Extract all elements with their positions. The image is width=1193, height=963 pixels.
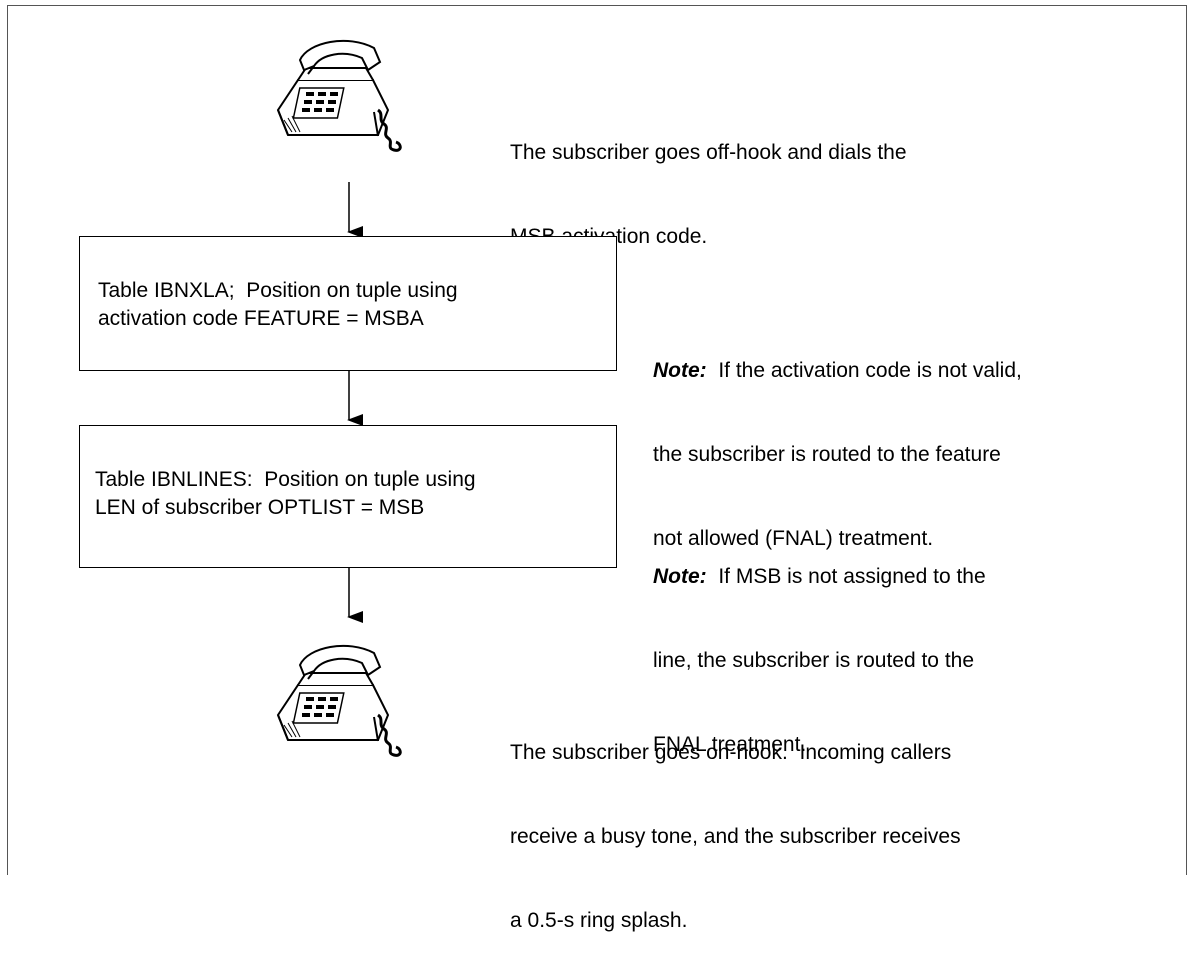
ibnlines-step-line: LEN of subscriber OPTLIST = MSB: [95, 496, 425, 519]
end-step-line: receive a busy tone, and the subscriber …: [510, 825, 961, 848]
note-ibnxla: Note: If the activation code is not vali…: [653, 301, 1022, 581]
diagram-connectors: [276, 39, 402, 757]
note-line: FNAL treatment.: [653, 733, 807, 756]
ibnlines-step-box: Table IBNLINES: Position on tuple using …: [79, 425, 617, 568]
end-step-line: The subscriber goes on-hook. Incoming ca…: [510, 741, 952, 764]
note-ibnlines: Note: If MSB is not assigned to the line…: [653, 507, 986, 787]
note-line: not allowed (FNAL) treatment.: [653, 527, 934, 550]
ibnxla-step-box: Table IBNXLA; Position on tuple using ac…: [79, 236, 617, 371]
end-step-text: The subscriber goes on-hook. Incoming ca…: [510, 683, 961, 963]
start-step-line: The subscriber goes off-hook and dials t…: [510, 141, 907, 164]
note-line: the subscriber is routed to the feature: [653, 443, 1001, 466]
telephone-icon: [276, 39, 402, 152]
ibnxla-step-line: activation code FEATURE = MSBA: [98, 307, 424, 330]
note-line: If MSB is not assigned to the: [706, 565, 986, 588]
ibnxla-step-line: Table IBNXLA; Position on tuple using: [98, 279, 458, 302]
ibnlines-step-line: Table IBNLINES: Position on tuple using: [95, 468, 476, 491]
note-label: Note:: [653, 565, 707, 588]
note-label: Note:: [653, 359, 707, 382]
note-line: If the activation code is not valid,: [706, 359, 1022, 382]
end-step-line: a 0.5-s ring splash.: [510, 909, 688, 932]
telephone-icon: [276, 644, 402, 757]
note-line: line, the subscriber is routed to the: [653, 649, 975, 672]
diagram-frame: [7, 5, 1187, 875]
